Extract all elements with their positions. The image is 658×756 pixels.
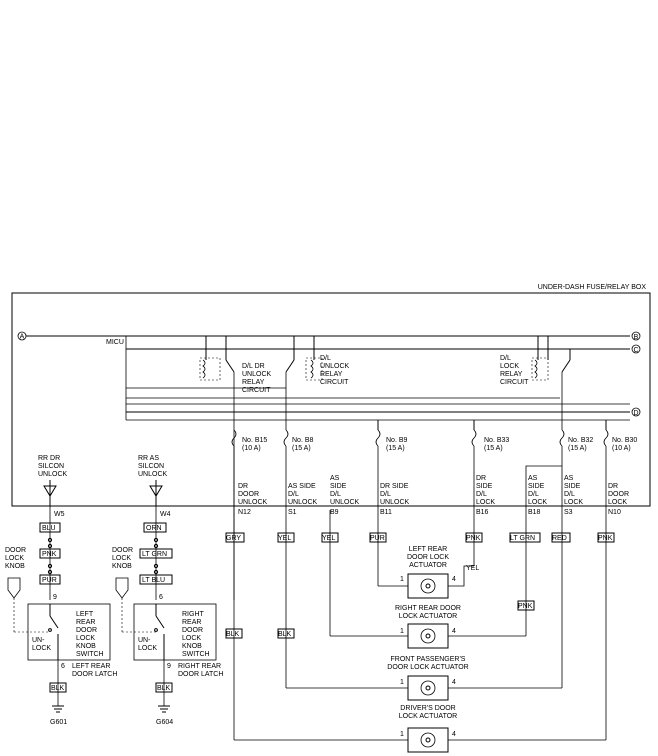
svg-text:BLK: BLK (51, 685, 65, 692)
svg-text:4: 4 (452, 679, 456, 686)
svg-text:9: 9 (167, 663, 171, 670)
svg-text:LT GRN: LT GRN (142, 551, 167, 558)
fuse-box-title: UNDER-DASH FUSE/RELAY BOX (538, 284, 647, 291)
svg-text:G601: G601 (50, 719, 67, 726)
svg-text:1: 1 (400, 679, 404, 686)
svg-text:UN-LOCK: UN-LOCK (32, 637, 51, 652)
svg-text:GRY: GRY (226, 535, 241, 542)
svg-text:PNK: PNK (42, 551, 57, 558)
fuse-box-outline (11, 292, 651, 507)
fuse-b8: No. B8(15 A) (283, 429, 314, 452)
svg-text:PUR: PUR (42, 577, 57, 584)
svg-text:YEL: YEL (322, 535, 335, 542)
fuse-b32: No. B32(15 A) (559, 429, 593, 452)
svg-text:ORN: ORN (146, 525, 162, 532)
bus-d-label: D (633, 410, 638, 417)
bus-c-marker (631, 344, 641, 354)
svg-text:4: 4 (452, 576, 456, 583)
svg-text:W5: W5 (54, 511, 65, 518)
svg-text:BLK: BLK (226, 631, 240, 638)
svg-text:PUR: PUR (370, 535, 385, 542)
fuse-b30: No. B30(10 A) (603, 420, 637, 452)
svg-text:No. B33(15 A): No. B33(15 A) (484, 437, 509, 452)
fuse-b15: No. B15(10 A) (231, 429, 267, 452)
svg-text:9: 9 (53, 594, 57, 601)
svg-text:1: 1 (400, 576, 404, 583)
svg-text:1: 1 (400, 731, 404, 738)
svg-text:PNK: PNK (466, 535, 481, 542)
svg-text:6: 6 (61, 663, 65, 670)
bus-b-label: B (634, 334, 639, 341)
svg-text:YEL: YEL (466, 565, 479, 572)
svg-text:No. B32(15 A): No. B32(15 A) (568, 437, 593, 452)
svg-text:BLK: BLK (157, 685, 171, 692)
micu-label: MICU (106, 339, 124, 346)
svg-text:PNK: PNK (518, 603, 533, 610)
svg-text:No. B15(10 A): No. B15(10 A) (242, 437, 267, 452)
svg-text:YEL: YEL (278, 535, 291, 542)
svg-text:No. B8(15 A): No. B8(15 A) (292, 437, 314, 452)
svg-text:4: 4 (452, 731, 456, 738)
bus-a-label: A (20, 334, 25, 341)
svg-text:BLU: BLU (42, 525, 56, 532)
svg-text:4: 4 (452, 628, 456, 635)
svg-text:W4: W4 (160, 511, 171, 518)
svg-text:No. B9(15 A): No. B9(15 A) (386, 437, 408, 452)
svg-text:6: 6 (159, 594, 163, 601)
wire-b18 (525, 465, 562, 510)
svg-text:No. B30(10 A): No. B30(10 A) (612, 437, 637, 452)
wire-color-labels: GRY YEL YEL PUR PNK LT GRN RED PNK YEL P… (225, 532, 615, 639)
svg-text:PNK: PNK (598, 535, 613, 542)
fuse-b33: No. B33(15 A) (471, 420, 509, 452)
bus-c-label: C (633, 347, 638, 354)
svg-text:LT GRN: LT GRN (510, 535, 535, 542)
svg-text:1: 1 (400, 628, 404, 635)
bus-b-marker (631, 331, 641, 341)
svg-text:RED: RED (552, 535, 567, 542)
svg-text:BLK: BLK (278, 631, 292, 638)
fuse-b9: No. B9(15 A) (375, 420, 408, 452)
svg-text:LT BLU: LT BLU (142, 577, 165, 584)
svg-text:UN-LOCK: UN-LOCK (138, 637, 157, 652)
svg-text:G604: G604 (156, 719, 173, 726)
bus-d-marker (631, 407, 641, 417)
